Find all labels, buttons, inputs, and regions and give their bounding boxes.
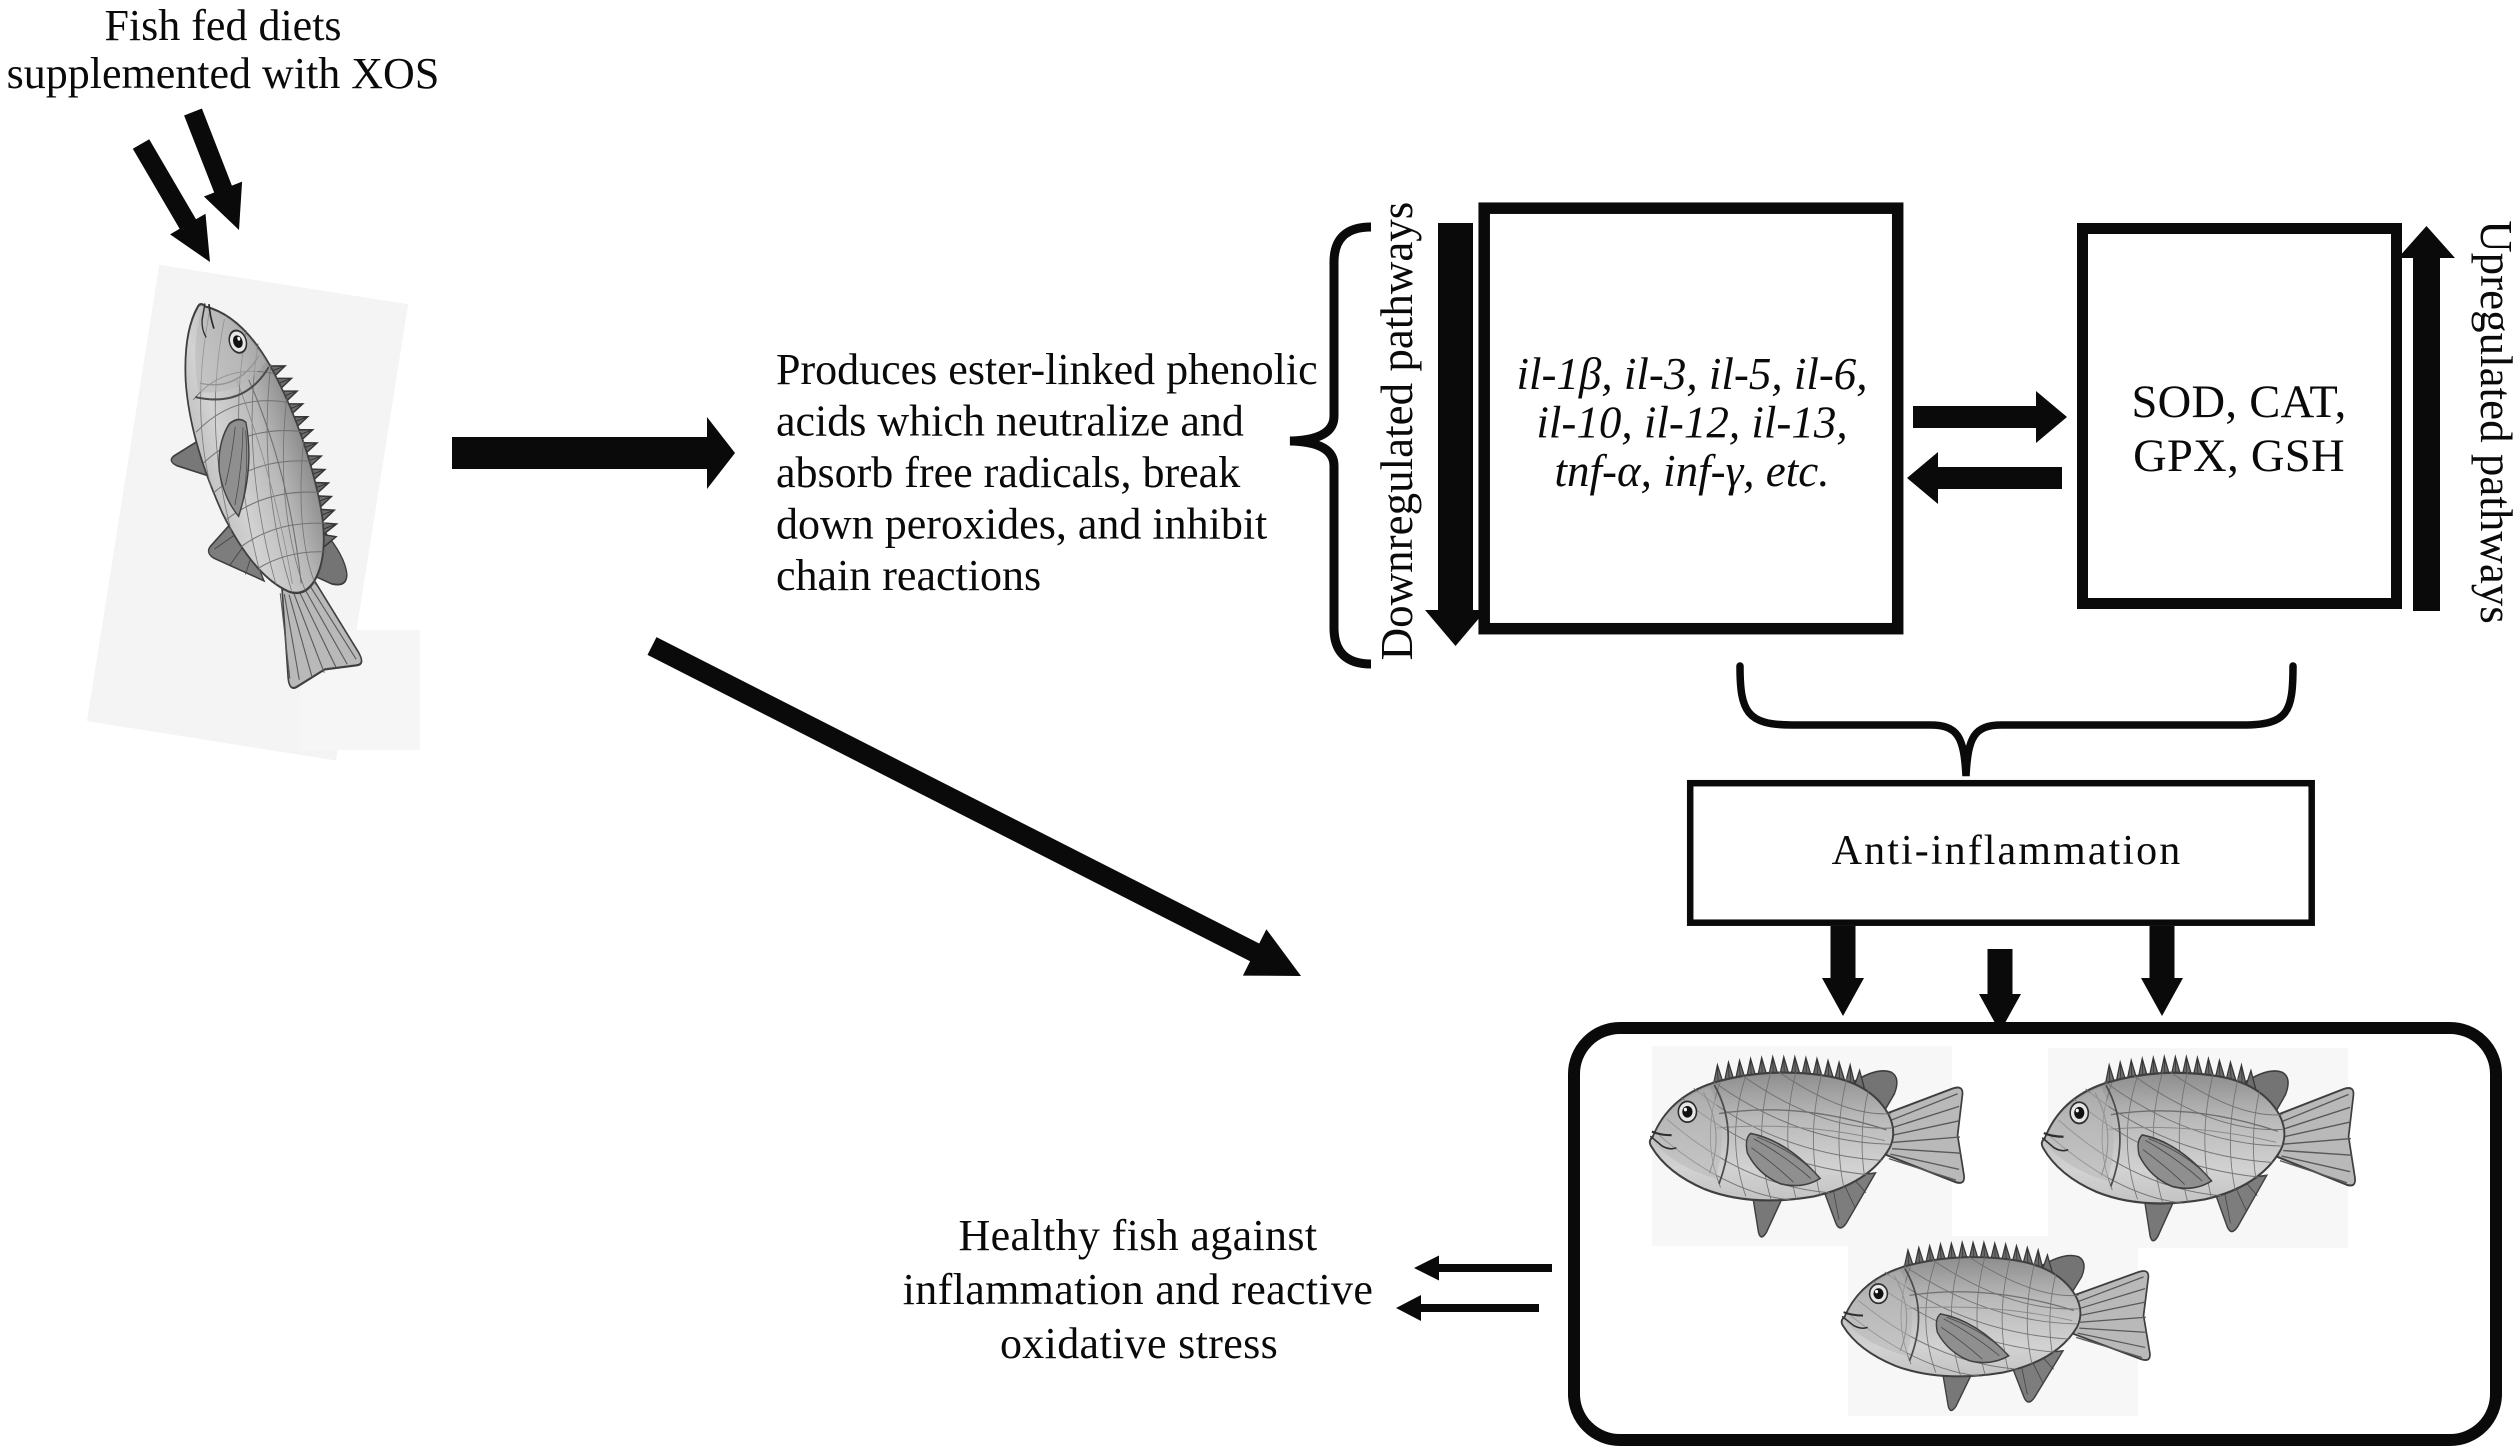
svg-text:Healthy fish against: Healthy fish against <box>959 1211 1318 1260</box>
svg-text:inflammation and reactive: inflammation and reactive <box>903 1265 1374 1314</box>
svg-text:Anti-inflammation: Anti-inflammation <box>1832 828 2183 874</box>
svg-text:supplemented with XOS: supplemented with XOS <box>7 49 440 98</box>
svg-text:chain reactions: chain reactions <box>776 551 1041 600</box>
svg-text:tnf-α, inf-γ, etc.: tnf-α, inf-γ, etc. <box>1554 446 1829 496</box>
svg-text:Downregulated pathways: Downregulated pathways <box>1372 202 1422 661</box>
svg-text:il-1β, il-3, il-5, il-6,: il-1β, il-3, il-5, il-6, <box>1516 349 1867 399</box>
svg-text:il-10, il-12, il-13,: il-10, il-12, il-13, <box>1536 397 1847 447</box>
svg-text:Fish fed diets: Fish fed diets <box>104 1 341 50</box>
svg-text:oxidative stress: oxidative stress <box>1000 1319 1278 1368</box>
svg-text:GPX, GSH: GPX, GSH <box>2133 431 2345 482</box>
svg-text:Upregulated pathways: Upregulated pathways <box>2471 220 2519 624</box>
svg-text:down peroxides, and inhibit: down peroxides, and inhibit <box>776 500 1267 549</box>
svg-text:acids which neutralize and: acids which neutralize and <box>776 397 1244 446</box>
svg-text:absorb free radicals, break: absorb free radicals, break <box>776 448 1240 497</box>
svg-text:Produces ester-linked phenolic: Produces ester-linked phenolic <box>776 345 1318 394</box>
svg-text:SOD, CAT,: SOD, CAT, <box>2132 377 2347 428</box>
